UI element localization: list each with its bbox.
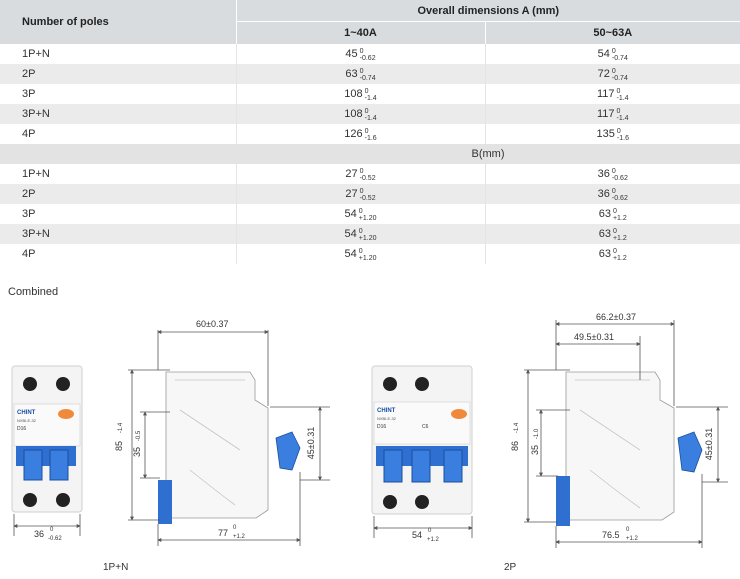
header-overall-dimensions: Overall dimensions A (mm)	[236, 0, 740, 22]
svg-text:+1.2: +1.2	[427, 537, 440, 543]
mid-dim-1pn: 35	[132, 447, 142, 457]
pole-cell: 3P+N	[0, 224, 236, 244]
svg-text:0: 0	[428, 528, 432, 534]
header-1-40a: 1~40A	[236, 21, 486, 44]
width-2p: 54	[412, 530, 422, 540]
caption-2p: 2P	[504, 562, 517, 573]
top-dim-2p: 66.2±0.37	[596, 312, 636, 322]
height-2p: 86	[510, 441, 520, 451]
pole-cell: 3P	[22, 88, 36, 100]
svg-text:+1.2: +1.2	[626, 536, 639, 542]
mid-dim-2p: 35	[530, 445, 540, 455]
bottom-dim-2p: 76.5	[602, 530, 620, 540]
pole-cell: 4P	[22, 128, 36, 140]
rating-1pn: D16	[17, 426, 26, 432]
dimension-drawings: CHINT NXBLE-32 D16 36 0 -0.62 60±0.37 85…	[11, 312, 728, 573]
svg-text:0: 0	[233, 525, 237, 531]
b-dimension-label: B(mm)	[236, 144, 740, 164]
width-1pn: 36	[34, 529, 44, 539]
right-dim-2p: 45±0.31	[704, 428, 714, 460]
svg-text:-1.4: -1.4	[118, 422, 124, 433]
svg-text:-0.5: -0.5	[136, 430, 142, 441]
height-1pn: 85	[114, 441, 124, 451]
rating2-2p: C6	[422, 424, 429, 430]
breaker-1pn-front: CHINT NXBLE-32 D16	[11, 365, 83, 513]
breaker-1pn-side	[165, 371, 269, 519]
header-50-63a: 50~63A	[485, 21, 740, 44]
model-1pn: NXBLE-32	[17, 418, 37, 423]
top-dim-1pn: 60±0.37	[196, 319, 228, 329]
pole-cell: 2P	[0, 184, 236, 204]
bottom-dim-1pn: 77	[218, 528, 228, 538]
svg-text:+1.2: +1.2	[233, 534, 246, 540]
svg-text:0: 0	[50, 527, 54, 533]
pole-cell: 1P+N	[22, 48, 50, 60]
model-2p: NXBLE-32	[377, 416, 397, 421]
right-dim-1pn: 45±0.31	[306, 427, 316, 459]
svg-text:-1.4: -1.4	[514, 422, 520, 433]
brand-1pn: CHINT	[17, 410, 36, 416]
dimensions-table: Number of poles Overall dimensions A (mm…	[0, 0, 740, 264]
rating-2p: D16	[377, 424, 386, 430]
test-button-2p	[451, 409, 467, 419]
pole-cell: 1P+N	[22, 168, 50, 180]
top-dim2-2p: 49.5±0.31	[574, 332, 614, 342]
header-number-of-poles: Number of poles	[0, 0, 237, 44]
svg-text:-1.0: -1.0	[534, 428, 540, 439]
svg-text:0: 0	[626, 527, 630, 533]
caption-1pn: 1P+N	[103, 562, 128, 573]
pole-cell: 4P	[22, 248, 36, 260]
brand-2p: CHINT	[377, 408, 396, 414]
breaker-2p-side	[565, 371, 675, 521]
combined-label: Combined	[8, 286, 59, 298]
svg-text:-0.62: -0.62	[48, 536, 62, 542]
breaker-2p-front: CHINT NXBLE-32 D16 C6	[371, 365, 473, 515]
test-button-1pn	[58, 409, 74, 419]
pole-cell: 2P	[0, 64, 236, 84]
pole-cell: 3P	[22, 208, 36, 220]
pole-cell: 3P+N	[0, 104, 236, 124]
